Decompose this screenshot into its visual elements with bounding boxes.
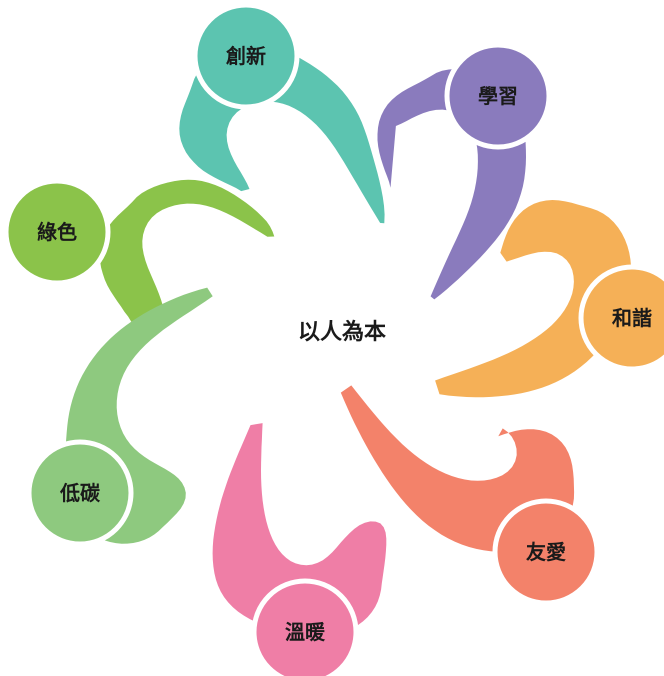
arm-ailing-green	[99, 179, 275, 322]
node-circle	[192, 2, 300, 110]
node-circle	[251, 578, 359, 676]
center-label: 以人為本	[298, 319, 386, 345]
node-learning: 學習	[444, 42, 552, 150]
node-creativity: 創新	[192, 2, 300, 110]
node-green: 綠色	[3, 178, 111, 286]
node-circle	[492, 498, 600, 606]
node-circle	[3, 178, 111, 286]
node-label: 低碳	[59, 481, 101, 505]
node-label: 和諧	[612, 306, 652, 330]
arm-pink	[212, 423, 387, 634]
arm-orange	[435, 200, 632, 398]
node-circle	[578, 264, 664, 372]
node-label: 友愛	[526, 540, 566, 564]
node-circle	[444, 42, 552, 150]
node-warmth: 溫暖	[251, 578, 359, 676]
node-fraternity: 友愛	[492, 498, 600, 606]
node-label: 創新	[225, 44, 266, 68]
node-low-carbon: 低碳	[26, 439, 134, 547]
node-circle	[26, 439, 134, 547]
node-harmony: 和諧	[578, 264, 664, 372]
node-label: 溫暖	[285, 620, 326, 644]
node-label: 綠色	[37, 220, 77, 244]
node-label: 學習	[478, 84, 518, 108]
